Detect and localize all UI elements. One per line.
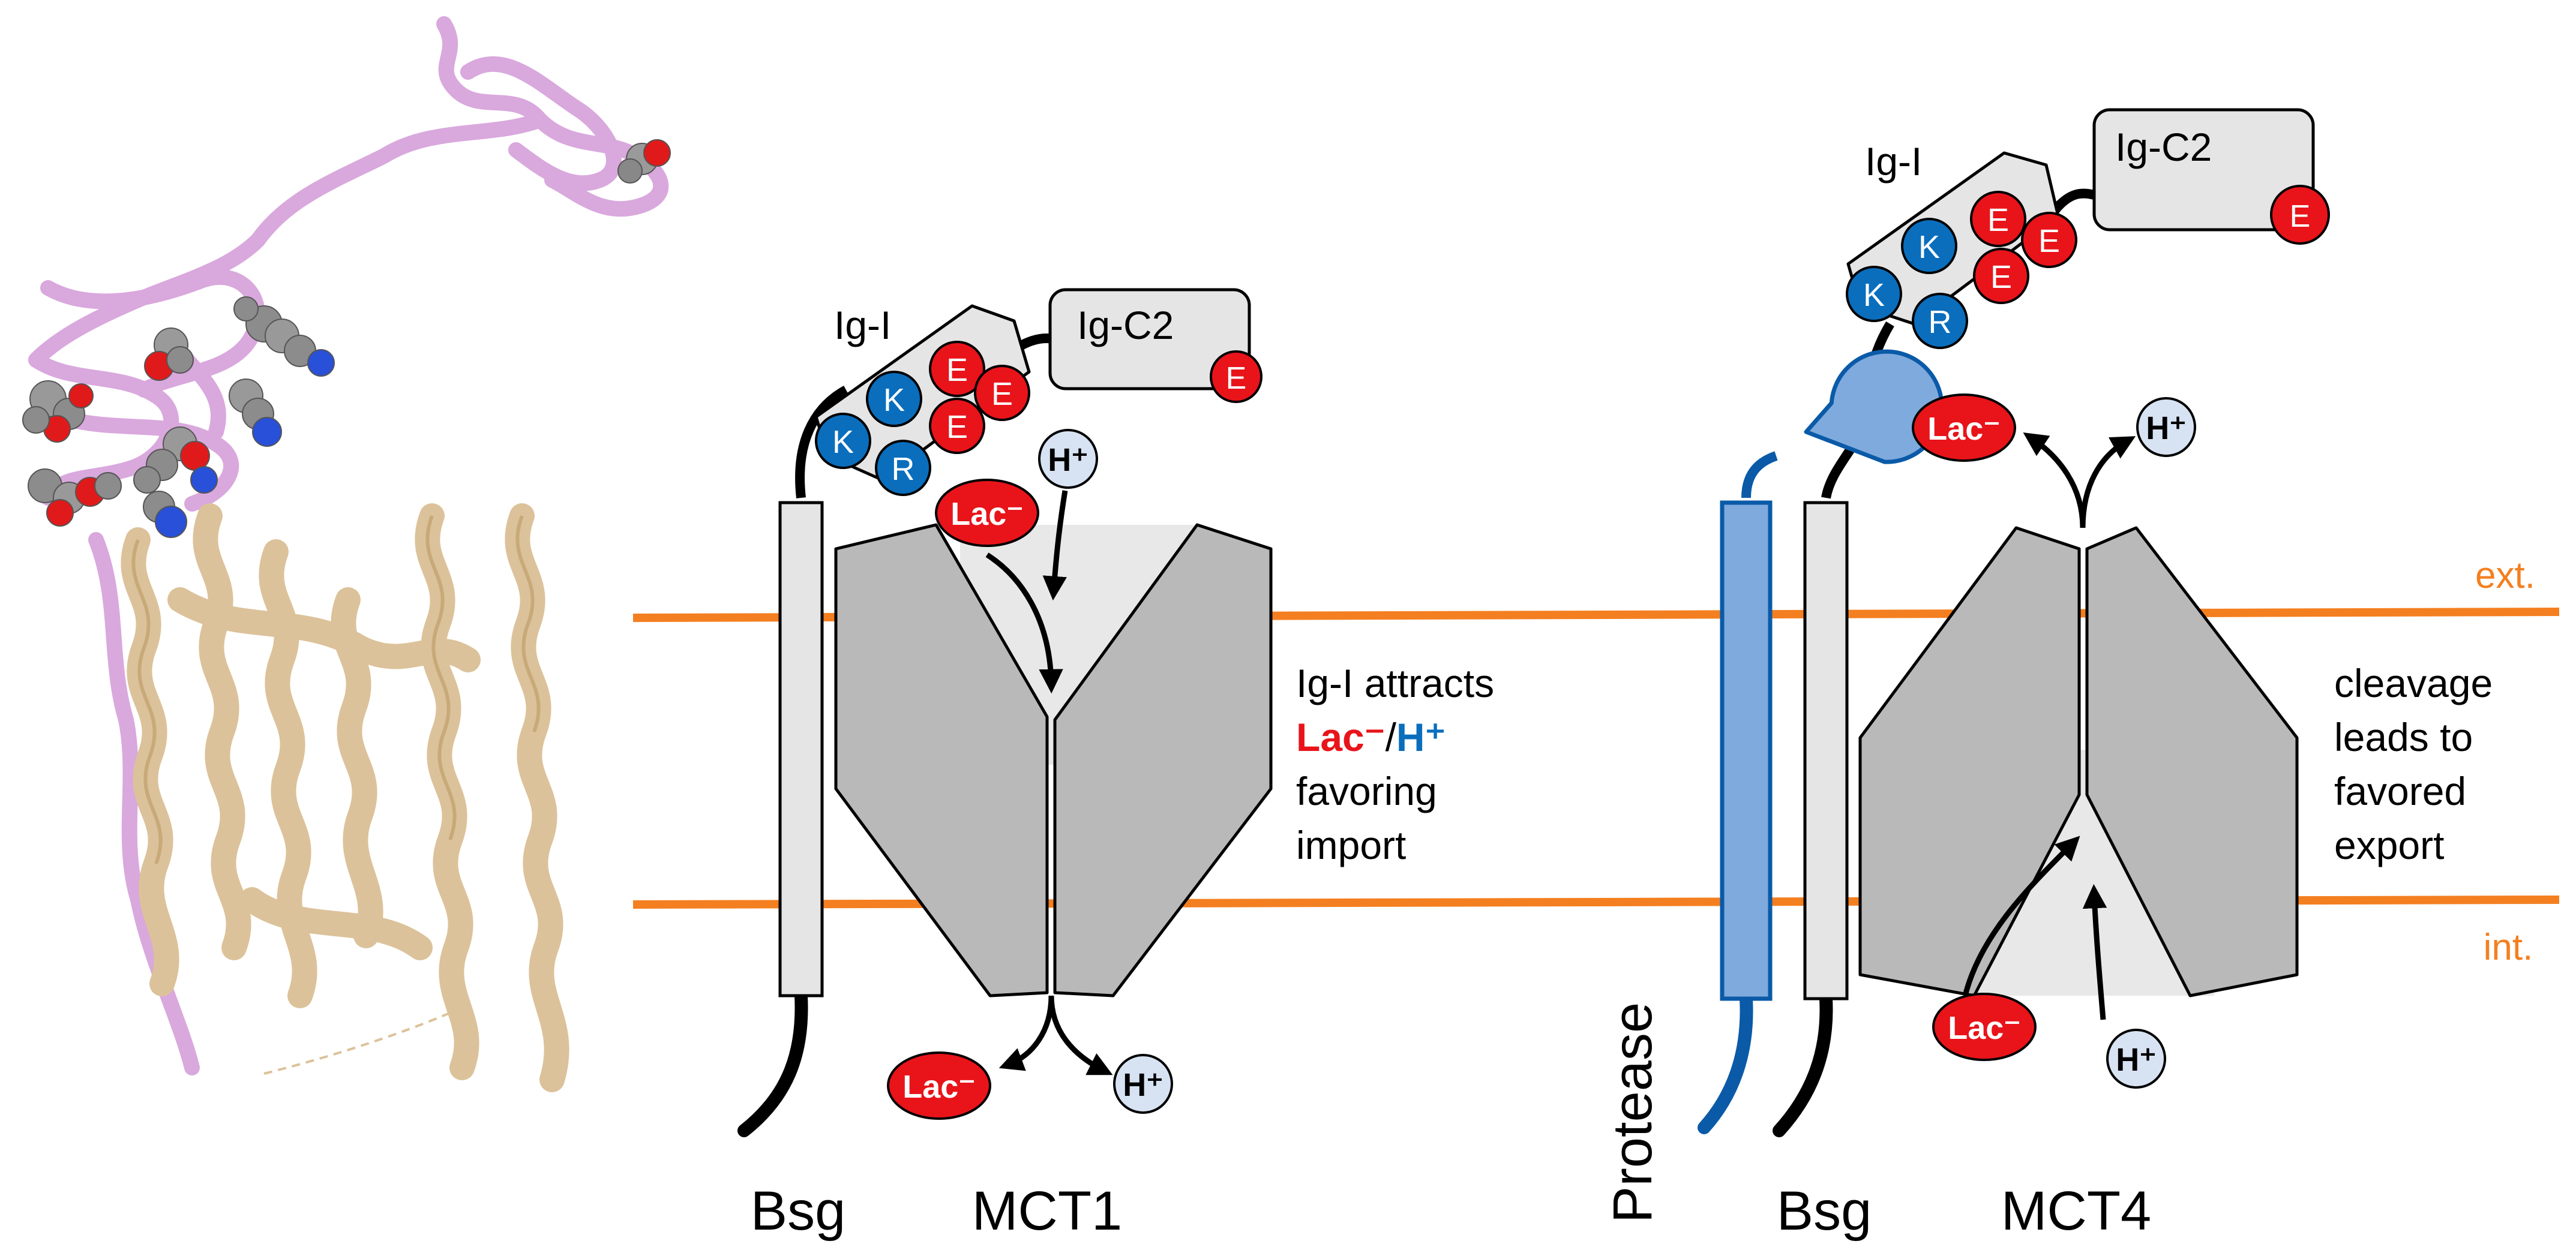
mct1-label: MCT1 xyxy=(972,1180,1122,1242)
igi-label-2: Ig-I xyxy=(1865,139,1922,184)
igc2-domain-box-2 xyxy=(2092,108,2315,232)
residue-e-1-2: E xyxy=(1970,191,2026,247)
svg-text:E: E xyxy=(991,376,1013,412)
mct4-label: MCT4 xyxy=(2001,1180,2151,1242)
svg-text:K: K xyxy=(832,424,854,460)
residue-r: R xyxy=(875,440,931,496)
export-arrow-right xyxy=(2080,436,2136,528)
residue-e-2-2: E xyxy=(2021,212,2077,268)
lactate-export-arrow xyxy=(1962,836,2080,997)
annotation-lac: Lac⁻ xyxy=(1296,715,1386,759)
release-arrow-right xyxy=(1048,995,1113,1075)
igc2-label: Ig-C2 xyxy=(1077,303,1174,347)
svg-text:E: E xyxy=(1987,202,2009,238)
residue-e-3-2: E xyxy=(1973,248,2029,304)
svg-text:Lac⁻: Lac⁻ xyxy=(1948,1010,2021,1046)
bsg-label-2: Bsg xyxy=(1777,1180,1872,1242)
mct4-right-half xyxy=(2085,526,2299,997)
bsg-transmembrane-bar-2 xyxy=(1803,501,1849,1000)
annotation-h: H⁺ xyxy=(1396,715,1446,759)
bsg-tail-line-2 xyxy=(1773,992,1833,1137)
atom-spheres xyxy=(22,139,671,538)
protein-structure xyxy=(22,16,671,1092)
annotation-line-3-2: favored xyxy=(2334,769,2466,813)
residue-e-3: E xyxy=(929,398,985,454)
protease-tail-line xyxy=(1698,992,1753,1134)
residue-e-2: E xyxy=(974,365,1030,421)
svg-text:Lac⁻: Lac⁻ xyxy=(950,496,1024,532)
protease-label: Protease xyxy=(1602,1002,1663,1223)
residue-k-2: K xyxy=(866,371,922,427)
svg-text:K: K xyxy=(1863,277,1885,313)
proton-top: H⁺ xyxy=(1038,429,1098,489)
protease-pacman xyxy=(1804,349,1944,464)
annotation-line-3: favoring xyxy=(1296,769,1437,813)
annotation-line-2: Lac⁻/H⁺ xyxy=(1296,715,1446,759)
svg-text:K: K xyxy=(1918,229,1940,265)
svg-text:E: E xyxy=(1226,361,1247,396)
protease-linker-line xyxy=(1741,451,1778,498)
residue-e-igc2-2: E xyxy=(2270,185,2330,245)
residue-r-2: R xyxy=(1912,293,1968,349)
mct1-panel: Ig-I Ig-C2 E K K R E E E Lac⁻ H⁺ Lac⁻ H⁺… xyxy=(737,288,1494,1242)
proton-import-arrow xyxy=(1042,490,1068,601)
mct1-right-half xyxy=(1053,523,1273,997)
annotation-line-4-2: export xyxy=(2334,823,2444,867)
helix-highlights xyxy=(131,515,541,865)
proton-export-arrow xyxy=(2082,884,2107,1020)
svg-text:Lac⁻: Lac⁻ xyxy=(1927,411,2001,447)
annotation-line-1: Ig-I attracts xyxy=(1296,661,1494,705)
int-label: int. xyxy=(2484,927,2533,968)
residue-k-1: K xyxy=(815,413,871,469)
svg-text:H⁺: H⁺ xyxy=(2116,1042,2157,1078)
svg-text:R: R xyxy=(1929,304,1952,340)
lactate-import-arrow xyxy=(985,552,1063,694)
lactate-bottom: Lac⁻ xyxy=(887,1051,991,1120)
annotation-line-1-2: cleavage xyxy=(2334,661,2493,705)
annotation-line-2-2: leads to xyxy=(2334,715,2473,759)
svg-text:Lac⁻: Lac⁻ xyxy=(902,1069,976,1105)
svg-text:E: E xyxy=(946,352,968,388)
svg-text:E: E xyxy=(1990,259,2012,295)
annotation-slash: / xyxy=(1386,715,1397,759)
mct1-left-half xyxy=(834,523,1049,997)
residue-k-2-2: K xyxy=(1901,218,1957,274)
svg-text:E: E xyxy=(946,409,968,445)
residue-k-1-2: K xyxy=(1846,266,1902,322)
proton-bottom: H⁺ xyxy=(1113,1054,1173,1114)
igc2-label-2: Ig-C2 xyxy=(2115,125,2212,169)
igc2-domain-box xyxy=(1048,288,1251,390)
protease-transmembrane-bar xyxy=(1720,500,1773,1001)
bsg-transmembrane-bar xyxy=(778,501,824,997)
igi-label: Ig-I xyxy=(834,303,891,347)
mct4-left-half xyxy=(1858,526,2081,997)
lactate-top: Lac⁻ xyxy=(935,479,1039,547)
bsg-label: Bsg xyxy=(751,1180,846,1242)
bsg-tail-line xyxy=(737,989,808,1137)
ext-label: ext. xyxy=(2475,555,2535,596)
bsg-linker-line xyxy=(795,385,848,498)
mct4-panel: Ig-I Ig-C2 E K K R E E E Lac⁻ H⁺ Lac⁻ H⁺… xyxy=(1602,108,2493,1242)
release-arrow-left xyxy=(998,995,1054,1071)
svg-text:H⁺: H⁺ xyxy=(1123,1067,1163,1103)
residue-e-igc2: E xyxy=(1210,350,1262,403)
lactate-bottom-2: Lac⁻ xyxy=(1932,993,2037,1061)
svg-text:E: E xyxy=(2038,223,2060,259)
svg-text:K: K xyxy=(883,382,905,418)
igi-igc2-linker-2 xyxy=(2051,188,2095,214)
svg-text:H⁺: H⁺ xyxy=(2146,410,2187,446)
svg-text:R: R xyxy=(892,451,915,487)
svg-text:H⁺: H⁺ xyxy=(1048,442,1088,478)
lactate-top-2: Lac⁻ xyxy=(1912,393,2016,462)
residue-e-1: E xyxy=(929,341,985,397)
export-arrow-left xyxy=(2023,432,2086,528)
disordered-loop xyxy=(263,1006,463,1075)
svg-text:E: E xyxy=(2290,199,2311,234)
proton-bottom-2: H⁺ xyxy=(2106,1029,2166,1089)
annotation-line-4: import xyxy=(1296,823,1406,867)
proton-top-2: H⁺ xyxy=(2136,397,2196,457)
transporter-helices xyxy=(121,503,569,1092)
